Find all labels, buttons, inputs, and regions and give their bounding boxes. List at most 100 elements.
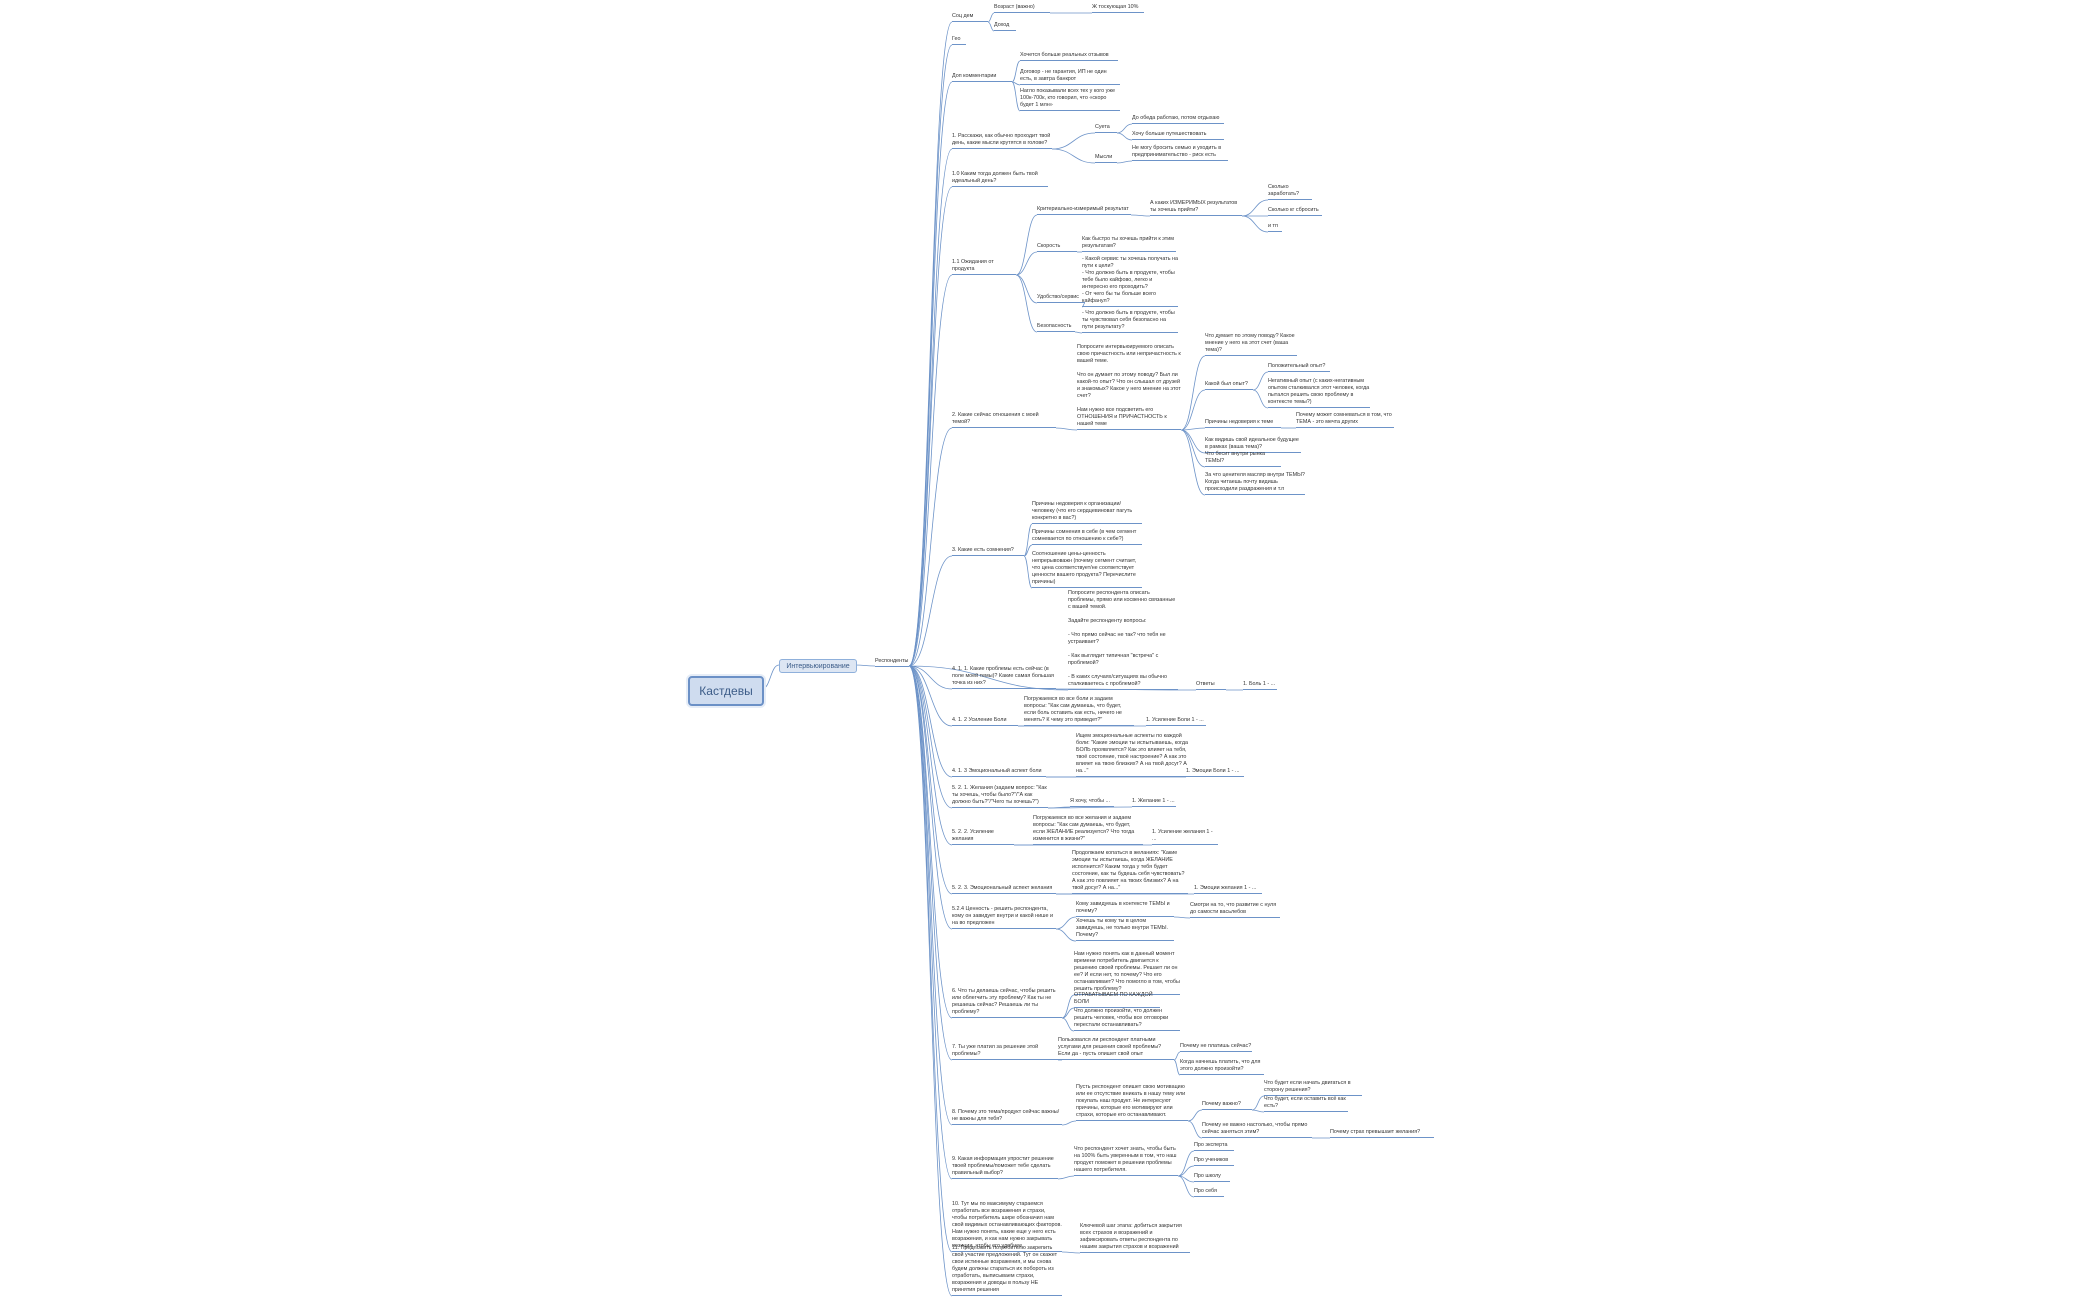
mindmap-node[interactable]: За что ценителя масляр внутри ТЕМЫ? Когд… — [1205, 472, 1305, 495]
mindmap-node[interactable]: Что бесит внутри рынка ТЕМЫ? — [1205, 451, 1281, 467]
connector — [1015, 274, 1038, 333]
connector — [908, 148, 953, 667]
mindmap-node[interactable]: До обеда работаю, потом отдыхаю — [1132, 115, 1224, 124]
mindmap-node[interactable]: Причины сомнения в себе (в чем сегмент с… — [1032, 529, 1142, 545]
mindmap-node[interactable]: Договор - не гарантия, ИП не один есть, … — [1020, 69, 1120, 85]
mindmap-node[interactable]: А каких ИЗМЕРИМЫХ результатов ты хочешь … — [1150, 200, 1242, 216]
mindmap-node[interactable]: Мысли — [1095, 154, 1117, 163]
mindmap-node[interactable]: 4. 1. 1. Какие проблемы есть сейчас (в п… — [952, 666, 1056, 689]
mindmap-node[interactable]: Что будет, если оставить всё как есть? — [1264, 1096, 1348, 1112]
mindmap-node[interactable]: Почему может сомневаться в том, что ТЕМА… — [1296, 412, 1394, 428]
mindmap-node[interactable]: 1. Эмоции желания 1 - ... — [1194, 885, 1262, 894]
mindmap-node[interactable]: Про школу — [1194, 1173, 1230, 1182]
mindmap-node[interactable]: 1. Боль 1 - ... — [1243, 681, 1277, 690]
mindmap-node[interactable]: Пользовался ли респондент платными услуг… — [1058, 1037, 1174, 1060]
mindmap-node[interactable]: Про себя — [1194, 1188, 1224, 1197]
mindmap-node[interactable]: Почему не платишь сейчас? — [1180, 1043, 1252, 1052]
mindmap-node[interactable]: 5. 2. 3. Эмоциональный аспект желания — [952, 885, 1056, 894]
mindmap-node[interactable]: Погружаемся во все боли и задаем вопросы… — [1024, 696, 1134, 726]
mindmap-node[interactable]: 7. Ты уже платил за решение этой проблем… — [952, 1044, 1062, 1060]
mindmap-node[interactable]: 2. Какие сейчас отношения с моей темой? — [952, 412, 1056, 428]
mindmap-node[interactable]: 1.1 Ожидания от продукта — [952, 259, 1016, 275]
mindmap-node[interactable]: Причины недоверия к теме — [1205, 419, 1281, 428]
mindmap-node[interactable]: Про эксперта — [1194, 1142, 1234, 1151]
mindmap-node[interactable]: Нагло показывали всех тех у кого уже 100… — [1020, 88, 1120, 111]
mindmap-node[interactable]: 9. Какая информация упростит решение тво… — [952, 1156, 1058, 1179]
mindmap-node[interactable]: Что будет если начать двигаться в сторон… — [1264, 1080, 1362, 1096]
connector — [908, 665, 953, 930]
mindmap-node[interactable]: Почему не важно настолько, чтобы прямо с… — [1202, 1122, 1312, 1138]
mindmap-node[interactable]: Ж тоскующая 10% — [1092, 4, 1144, 13]
mindmap-node[interactable]: Я хочу, чтобы ... — [1070, 798, 1114, 807]
mindmap-node[interactable]: - Что должно быть в продукте, чтобы ты ч… — [1082, 310, 1178, 333]
mindmap-node[interactable]: Удобство/сервис — [1037, 294, 1085, 303]
mindmap-node[interactable]: Не могу бросить семью и уходить в предпр… — [1132, 145, 1228, 161]
mindmap-node[interactable]: Кому завидуешь в контексте ТЕМЫ и почему… — [1076, 901, 1174, 917]
mindmap-node[interactable]: ОТРАБАТЫВАЕМ ПО КАЖДОЙ БОЛИ — [1074, 992, 1160, 1008]
mindmap-node[interactable]: Какой был опыт? — [1205, 381, 1253, 390]
mindmap-node[interactable]: Почему страх превышает желания? — [1330, 1129, 1434, 1138]
mindmap-node[interactable]: Попросите интервьюируемого описать свою … — [1077, 344, 1181, 430]
mindmap-node[interactable]: 1. Усиление желания 1 - ... — [1152, 829, 1218, 845]
mindmap-node[interactable]: Ищем эмоциональные аспекты по каждой бол… — [1076, 733, 1192, 777]
mindmap-node[interactable]: 4. 1. 2 Усиление Боли — [952, 717, 1018, 726]
mindmap-node[interactable]: 1.0 Каким тогда должен быть твой идеальн… — [952, 171, 1048, 187]
mindmap-node[interactable]: - Какой сервис ты хочешь получать на пут… — [1082, 256, 1178, 307]
mindmap-node[interactable]: Доход — [994, 22, 1016, 31]
mindmap-node[interactable]: 5. 2. 2. Усиление желания — [952, 829, 1014, 845]
branch-node-respondents[interactable]: Респонденты — [875, 658, 909, 667]
mindmap-node[interactable]: Продолжаем копаться в желаниях: "Какие э… — [1072, 850, 1188, 894]
mindmap-node[interactable]: Почему важно? — [1202, 1101, 1252, 1110]
mindmap-node[interactable]: Как видишь свой идеальное будущее в рамк… — [1205, 437, 1301, 453]
mindmap-node[interactable]: 5. 2. 1. Желания (задаем вопрос: "Как ты… — [952, 785, 1048, 808]
mindmap-node[interactable]: Что думает по этому поводу? Какое мнение… — [1205, 333, 1297, 356]
mindmap-node[interactable]: Хочу больше путешествовать — [1132, 131, 1224, 140]
mindmap-node[interactable]: Как быстро ты хочешь прийти к этим резул… — [1082, 236, 1176, 252]
mindmap-node[interactable]: 11. Предложить потребителю закрепить сво… — [952, 1245, 1062, 1296]
mindmap-node[interactable]: Сколько кг сбросить — [1268, 207, 1322, 216]
mindmap-node[interactable]: Причины недоверия к организации/ человек… — [1032, 501, 1142, 524]
mindmap-node[interactable]: Гео — [952, 36, 966, 45]
connector — [1252, 389, 1269, 409]
mindmap-node[interactable]: Соотношение цены-ценность непрерывоважн … — [1032, 551, 1142, 588]
root-node[interactable]: Кастдевы — [688, 676, 764, 706]
mindmap-node[interactable]: Хочешь ты кому ты в целом завидуешь, не … — [1076, 918, 1174, 941]
mindmap-node[interactable]: 1. Желание 1 - ... — [1132, 798, 1176, 807]
mindmap-node[interactable]: Скорость — [1037, 243, 1077, 252]
mindmap-node[interactable]: Критериально-измеримый результат — [1037, 206, 1131, 215]
mindmap-node[interactable]: 4. 1. 3 Эмоциональный аспект боли — [952, 768, 1046, 777]
mindmap-node[interactable]: Что должно произойти, что должен решить … — [1074, 1008, 1180, 1031]
mindmap-node[interactable]: 1. Эмоции Боли 1 - ... — [1186, 768, 1244, 777]
mindmap-node[interactable]: Попросите респондента описать проблемы, … — [1068, 590, 1178, 690]
mindmap-node[interactable]: 3. Какие есть сомнения? — [952, 547, 1024, 556]
mindmap-node[interactable]: Про учеников — [1194, 1157, 1234, 1166]
mindmap-node[interactable]: 1. Расскажи, как обычно проходит твой де… — [952, 133, 1052, 149]
mindmap-node[interactable]: Хочется больше реальных отзывов — [1020, 52, 1118, 61]
mindmap-node[interactable]: Соц дем — [952, 13, 988, 22]
mindmap-node[interactable]: Ответы — [1196, 681, 1226, 690]
mindmap-node[interactable]: Возраст (важно) — [994, 4, 1050, 13]
mindmap-node[interactable]: Пусть респондент опишет свою мотивацию и… — [1076, 1084, 1188, 1121]
mindmap-node[interactable]: 8. Почему это тема/продукт сейчас важны/… — [952, 1109, 1062, 1125]
mindmap-node[interactable]: и тп — [1268, 223, 1282, 232]
mindmap-node[interactable]: Что респондент хочет знать, чтобы быть н… — [1074, 1146, 1178, 1176]
mindmap-node[interactable]: Доп комментарии — [952, 73, 1012, 82]
mindmap-node[interactable]: Негативный опыт (с каких-негативным опыт… — [1268, 378, 1370, 408]
mindmap-node[interactable]: Ключевой шаг этапа: добиться закрытия вс… — [1080, 1223, 1190, 1253]
connector — [1061, 1120, 1077, 1126]
mindmap-node[interactable]: Погружаемся во все желания и задаем вопр… — [1033, 815, 1143, 845]
connector — [908, 665, 953, 690]
mindmap-node[interactable]: Суета — [1095, 124, 1117, 133]
mindmap-node[interactable]: 1. Усиление Боли 1 - ... — [1146, 717, 1206, 726]
mindmap-node[interactable]: 10. Тут мы по максимуму стараемся отрабо… — [952, 1201, 1062, 1252]
mindmap-node[interactable]: Сколько заработать? — [1268, 184, 1312, 200]
mindmap-node[interactable]: 5.2.4 Ценность - решить респондента, ком… — [952, 906, 1056, 929]
mindmap-node[interactable]: Положительный опыт? — [1268, 363, 1330, 372]
mindmap-node[interactable]: 6. Что ты делаешь сейчас, чтобы решить и… — [952, 988, 1062, 1018]
connector — [1177, 1175, 1195, 1198]
mindmap-node[interactable]: Безопасность — [1037, 323, 1075, 332]
mindmap-node[interactable]: Нам нужно понять как в данный момент вре… — [1074, 951, 1180, 995]
mindmap-node[interactable]: Смотри на то, что развитие с нуля до сам… — [1190, 902, 1280, 918]
main-topic-node[interactable]: Интервьюирование — [779, 659, 857, 673]
mindmap-node[interactable]: Когда начнешь платить, что для этого дол… — [1180, 1059, 1264, 1075]
